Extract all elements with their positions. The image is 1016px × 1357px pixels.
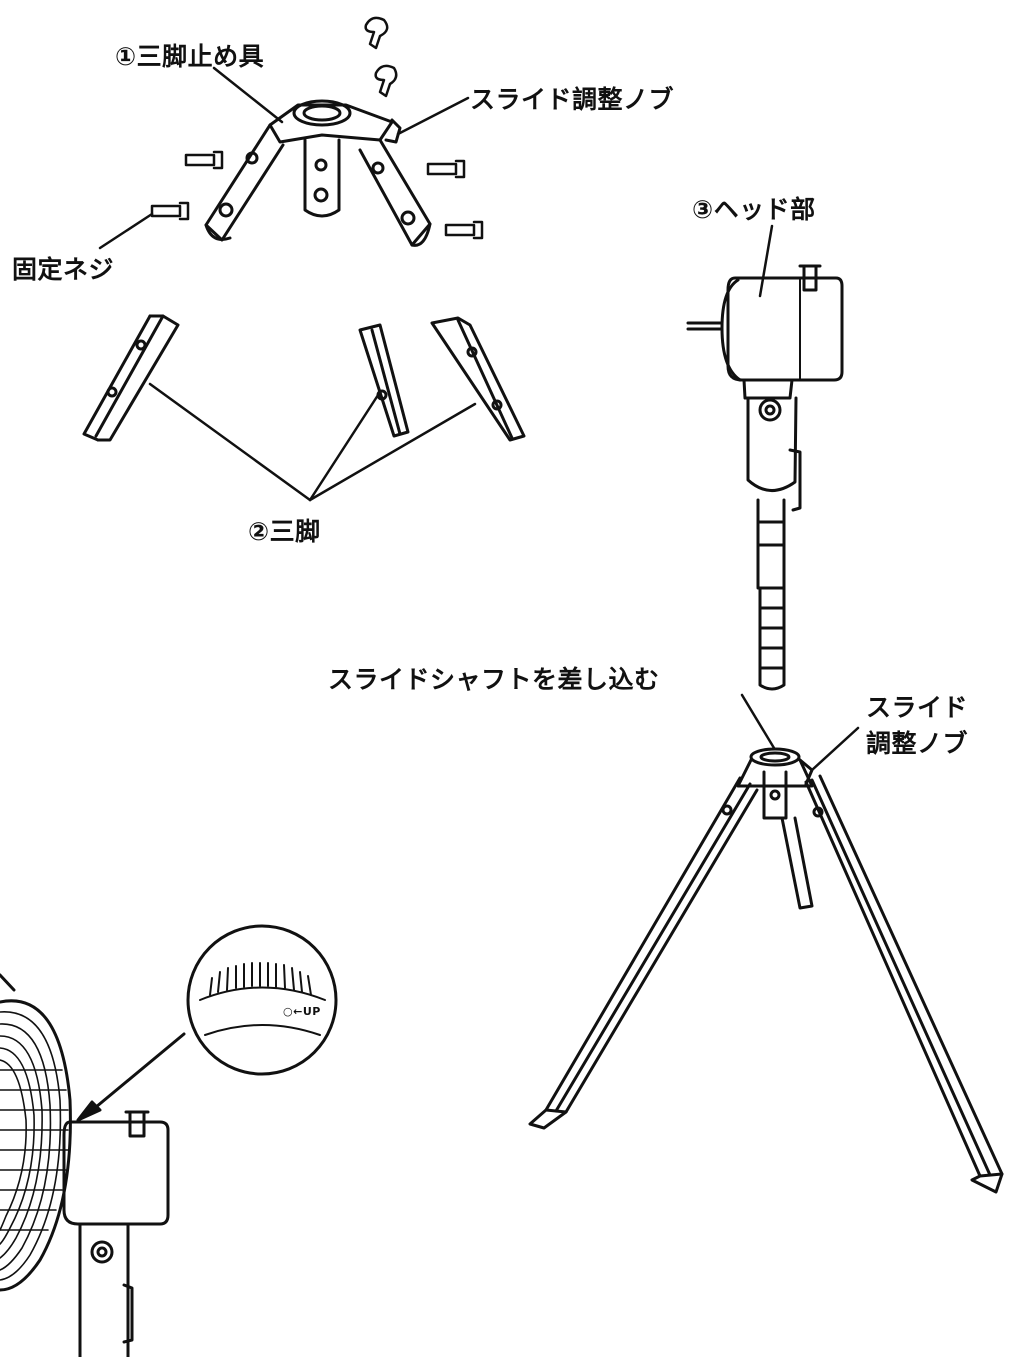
leader-lines-legs <box>150 384 475 500</box>
tripod-stopper <box>206 101 430 245</box>
fan-head <box>0 975 168 1357</box>
label-slide-knob-right-line2: 調整ノブ <box>866 729 969 758</box>
label-slide-knob-right-line1: スライド <box>866 693 969 722</box>
head-unit <box>688 266 842 689</box>
label-insert-shaft: スライドシャフトを差し込む <box>328 665 660 694</box>
label-head-unit: ③ヘッド部 <box>692 195 816 224</box>
assembled-tripod <box>530 749 1002 1192</box>
leader-lines-right <box>742 695 858 770</box>
label-tripod-legs: ②三脚 <box>248 517 321 546</box>
screws <box>152 18 482 238</box>
magnifier-callout <box>78 926 336 1120</box>
leader-lines-top <box>100 68 468 248</box>
label-fixing-screw: 固定ネジ <box>12 255 115 284</box>
label-tripod-stopper: ①三脚止め具 <box>115 42 265 71</box>
label-up-mark: ○←UP <box>283 1005 321 1018</box>
tripod-legs <box>84 316 524 440</box>
leader-line-head <box>760 226 772 296</box>
label-slide-knob-top: スライド調整ノブ <box>470 85 675 114</box>
